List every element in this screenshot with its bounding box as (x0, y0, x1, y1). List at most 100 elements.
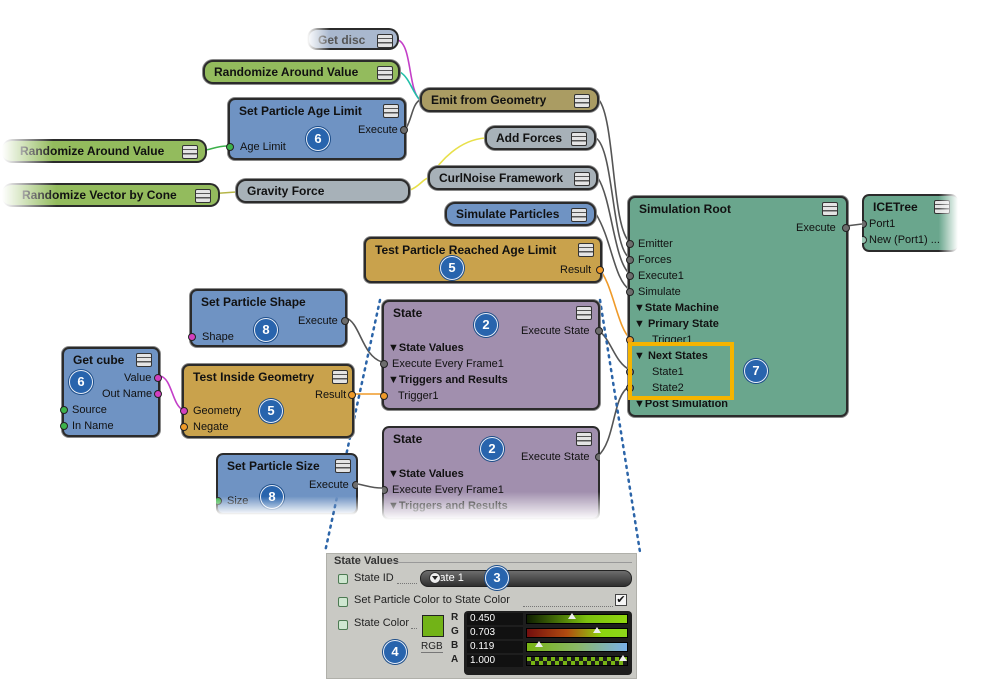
node-title: Randomize Around Value (20, 144, 165, 158)
set-particle-age-limit-node[interactable]: Set Particle Age Limit Execute Age Limit… (226, 98, 408, 160)
trigger1-port[interactable] (380, 392, 388, 400)
result-output-port[interactable] (596, 266, 604, 274)
randomize-around-value-node[interactable]: Randomize Around Value (203, 60, 400, 84)
emit-from-geometry-node[interactable]: Emit from Geometry (420, 88, 599, 112)
menu-icon[interactable] (195, 189, 211, 203)
curlnoise-framework-node[interactable]: CurlNoise Framework (428, 166, 598, 190)
post-simulation-section[interactable]: ▼Post Simulation (634, 398, 729, 410)
menu-icon[interactable] (574, 94, 590, 108)
animation-toggle-icon[interactable] (338, 597, 348, 607)
triggers-results-section[interactable]: ▼Triggers and Results (388, 500, 508, 512)
execute-output-port[interactable] (352, 481, 360, 489)
chevron-down-icon[interactable] (429, 572, 441, 584)
menu-icon[interactable] (377, 66, 393, 80)
next-states-highlight-frame (628, 342, 734, 400)
state-id-dropdown[interactable]: State 1 (420, 570, 632, 587)
menu-icon[interactable] (571, 208, 587, 222)
port1-input-port[interactable] (859, 220, 867, 228)
result-output-port[interactable] (348, 391, 356, 399)
size-input-port[interactable] (214, 497, 222, 505)
value-output-port[interactable] (154, 374, 162, 382)
menu-icon[interactable] (822, 202, 838, 216)
shape-input-label: Shape (202, 331, 234, 343)
node-title: Set Particle Age Limit (239, 104, 362, 118)
menu-icon[interactable] (332, 370, 348, 384)
set-color-checkbox[interactable]: ✔ (615, 594, 627, 606)
age-limit-input-port[interactable] (226, 143, 234, 151)
animation-toggle-icon[interactable] (338, 574, 348, 584)
state-node[interactable]: State Execute State ▼State Values Execut… (380, 426, 603, 520)
geometry-input-port[interactable] (180, 407, 188, 415)
rgb-mode-button[interactable]: RGB (421, 641, 443, 653)
execute-output-port[interactable] (842, 224, 850, 232)
state-values-section[interactable]: ▼State Values (388, 342, 464, 354)
execute-every-frame-port[interactable] (380, 360, 388, 368)
menu-icon[interactable] (335, 459, 351, 473)
menu-icon[interactable] (571, 132, 587, 146)
set-color-label: Set Particle Color to State Color (354, 594, 510, 606)
simulate-input-port[interactable] (626, 288, 634, 296)
out-name-output-port[interactable] (154, 390, 162, 398)
execute-state-output-port[interactable] (595, 453, 603, 461)
wire-age-limit (204, 145, 229, 151)
slider-knob[interactable] (619, 655, 627, 661)
execute1-input-port[interactable] (626, 272, 634, 280)
menu-icon[interactable] (934, 200, 950, 214)
menu-icon[interactable] (383, 104, 399, 118)
negate-input-port[interactable] (180, 423, 188, 431)
node-title: State (393, 432, 423, 446)
source-input-port[interactable] (60, 406, 68, 414)
execute-state-output-port[interactable] (595, 327, 603, 335)
randomize-vector-by-cone-node[interactable]: Randomize Vector by Cone (2, 183, 220, 207)
new-port-input-port[interactable] (859, 236, 867, 244)
menu-icon[interactable] (377, 34, 393, 48)
a-channel-slider[interactable] (526, 655, 628, 666)
randomize-around-value-node[interactable]: Randomize Around Value (2, 139, 207, 163)
menu-icon[interactable] (182, 145, 198, 159)
set-particle-size-node[interactable]: Set Particle Size Execute Size 8 (214, 453, 360, 515)
test-particle-reached-age-limit-node[interactable]: Test Particle Reached Age Limit Result 5 (364, 237, 604, 283)
in-name-input-port[interactable] (60, 422, 68, 430)
menu-icon[interactable] (578, 243, 594, 257)
emitter-input-port[interactable] (626, 240, 634, 248)
a-channel-value[interactable]: 1.000 (467, 655, 523, 667)
test-inside-geometry-node[interactable]: Test Inside Geometry Result Geometry Neg… (180, 364, 356, 438)
execute-output-port[interactable] (400, 126, 408, 134)
gravity-force-node[interactable]: Gravity Force (236, 179, 410, 203)
get-disc-node[interactable]: Get disc (307, 28, 399, 50)
state-node[interactable]: State Execute State ▼State Values Execut… (380, 300, 603, 410)
execute-every-frame-label: Execute Every Frame1 (392, 358, 504, 370)
get-cube-node[interactable]: Get cube Value Out Name Source In Name 6 (60, 347, 162, 437)
shape-input-port[interactable] (188, 333, 196, 341)
execute-every-frame-port[interactable] (380, 486, 388, 494)
set-particle-shape-node[interactable]: Set Particle Shape Execute Shape 8 (188, 289, 349, 347)
simulate-particles-node[interactable]: Simulate Particles (445, 202, 596, 226)
node-title: Set Particle Shape (201, 295, 306, 309)
color-swatch[interactable] (422, 615, 444, 637)
g-channel-value[interactable]: 0.703 (467, 627, 523, 639)
slider-knob[interactable] (568, 613, 576, 619)
forces-input-port[interactable] (626, 256, 634, 264)
r-channel-value[interactable]: 0.450 (467, 613, 523, 625)
primary-state-section[interactable]: ▼ Primary State (634, 318, 719, 330)
menu-icon[interactable] (576, 306, 592, 320)
menu-icon[interactable] (136, 353, 152, 367)
slider-knob[interactable] (593, 627, 602, 633)
g-channel-slider[interactable] (526, 627, 628, 638)
add-forces-node[interactable]: Add Forces (485, 126, 596, 150)
state-values-section[interactable]: ▼State Values (388, 468, 464, 480)
icetree-node[interactable]: ICETree Port1 New (Port1) ... (859, 194, 958, 252)
state-machine-section[interactable]: ▼State Machine (634, 302, 719, 314)
simulation-root-node[interactable]: Simulation Root Execute Emitter Forces E… (626, 196, 850, 417)
triggers-results-section[interactable]: ▼Triggers and Results (388, 374, 508, 386)
r-channel-slider[interactable] (526, 613, 628, 624)
b-channel-value[interactable]: 0.119 (467, 641, 523, 653)
menu-icon[interactable] (576, 432, 592, 446)
next-states-section[interactable]: ▼ Next States (634, 350, 708, 362)
execute-output-port[interactable] (341, 317, 349, 325)
animation-toggle-icon[interactable] (338, 620, 348, 630)
b-channel-slider[interactable] (526, 641, 628, 652)
menu-icon[interactable] (574, 172, 590, 186)
size-input-label: Size (227, 495, 249, 507)
slider-knob[interactable] (534, 641, 543, 647)
